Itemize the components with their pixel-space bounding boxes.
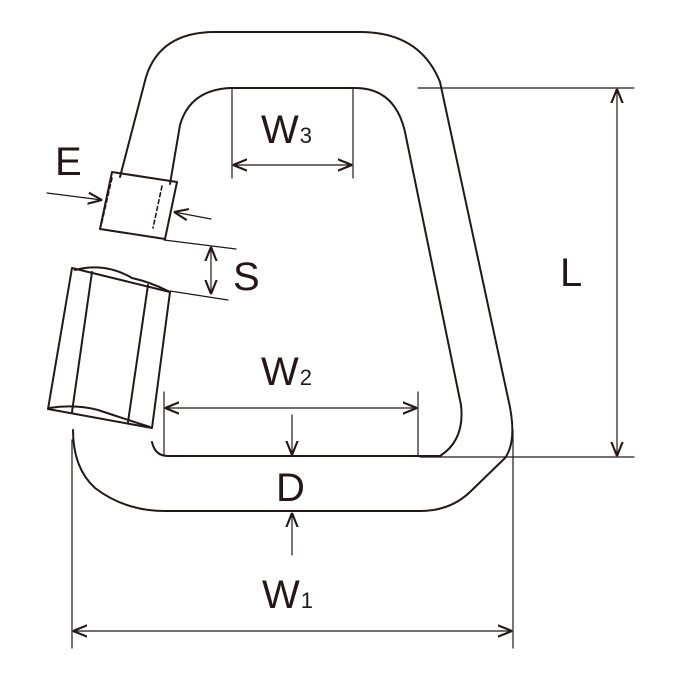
hex-nut: [47, 266, 171, 429]
w2-dimension: [163, 391, 419, 457]
e-dimension: [46, 193, 212, 219]
w3-dimension: [231, 87, 354, 179]
label-w3: W3: [261, 108, 313, 152]
label-w2: W2: [261, 350, 313, 394]
label-l: L: [560, 251, 583, 295]
l-dimension: [417, 87, 635, 458]
label-w1: W1: [262, 573, 314, 617]
s-dimension: [163, 239, 237, 301]
link-outer-outline: [72, 31, 514, 512]
label-d: D: [276, 466, 305, 510]
label-s: S: [233, 255, 260, 299]
w1-dimension: [71, 429, 514, 649]
label-e: E: [55, 140, 82, 184]
sleeve-nut: [99, 171, 178, 240]
